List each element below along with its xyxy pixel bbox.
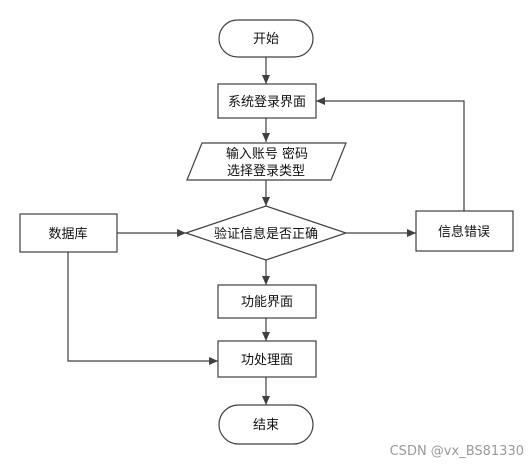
end-terminator (218, 404, 314, 445)
start-terminator (218, 19, 314, 58)
end-label: 结束 (253, 418, 279, 433)
function-screen-box (217, 284, 317, 319)
verify-decision-diamond (184, 205, 348, 261)
verify-label: 验证信息是否正确 (214, 226, 318, 242)
processing-label: 功处理面 (241, 353, 293, 368)
input-label-line2: 选择登录类型 (227, 164, 305, 179)
database-label: 数据库 (48, 226, 87, 242)
error-box (415, 210, 514, 252)
function-screen-label: 功能界面 (241, 295, 293, 310)
watermark-text: CSDN @vx_BS81330 (389, 444, 524, 459)
input-label-line1: 输入账号 密码 (226, 146, 308, 162)
arrow-database-to-processing (67, 252, 218, 365)
login-screen-label: 系统登录界面 (228, 95, 306, 110)
processing-box (217, 340, 317, 378)
connectors (67, 57, 465, 405)
error-label: 信息错误 (438, 224, 490, 240)
database-box (19, 213, 118, 253)
login-screen-box (217, 83, 317, 119)
input-parallelogram (186, 142, 347, 181)
arrow-error-to-login (316, 97, 465, 211)
start-label: 开始 (253, 32, 279, 47)
